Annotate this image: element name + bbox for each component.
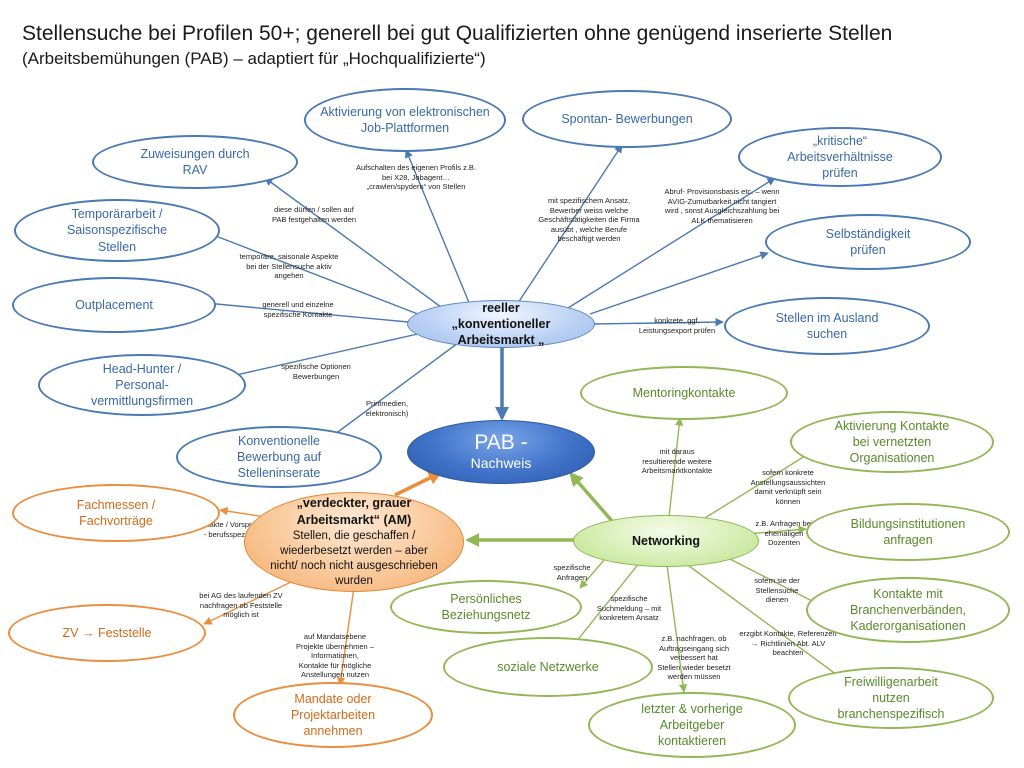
label-ag-laufend: bei AG des laufenden ZV nachfragen ob Fe… bbox=[199, 591, 283, 620]
node-headhunter: Head-Hunter / Personal- vermittlungsfirm… bbox=[38, 354, 246, 416]
node-mandate: Mandate oder Projektarbeiten annehmen bbox=[233, 682, 433, 748]
node-freiwillig: Freiwilligenarbeit nutzen branchenspezif… bbox=[788, 667, 994, 729]
page-subtitle: (Arbeitsbemühungen (PAB) – adaptiert für… bbox=[22, 49, 486, 68]
node-ausland: Stellen im Ausland suchen bbox=[724, 297, 930, 355]
node-aktivierung-kontakte: Aktivierung Kontakte bei vernetzten Orga… bbox=[790, 411, 994, 473]
label-aufschalten: Aufschalten des eigenen Profils z.B. bei… bbox=[355, 163, 477, 192]
node-bildung: Bildungsinstitutionen anfragen bbox=[806, 503, 1010, 561]
hub-verdeckter-arbeitsmarkt: „verdeckter, grauer Arbeitsmarkt“ (AM) S… bbox=[244, 492, 464, 592]
label-temporaere-aspekte: temporäre, saisonale Aspekte bei der Ste… bbox=[239, 252, 339, 281]
label-ansatz: mit spezifischem Ansatz, Bewerber weiss … bbox=[538, 196, 640, 244]
verdeckter-title: „verdeckter, grauer Arbeitsmarkt“ (AM) bbox=[296, 496, 412, 528]
node-temporaer: Temporärarbeit / Saisonspezifische Stell… bbox=[14, 199, 220, 262]
label-daraus: mit daraus resultierende weitere Arbeits… bbox=[641, 447, 713, 476]
node-spontan: Spontan- Bewerbungen bbox=[522, 90, 732, 148]
node-kritische: „kritische“ Arbeitsverhältnisse prüfen bbox=[738, 127, 942, 187]
label-anfragen-dozenten: z.B. Anfragen bei ehemaligen Dozenten bbox=[755, 519, 813, 548]
node-zuweisungen: Zuweisungen durch RAV bbox=[92, 135, 298, 189]
pab-title: PAB - bbox=[474, 431, 528, 455]
node-persoenlich: Persönliches Beziehungsnetz bbox=[390, 580, 582, 634]
node-selbststaendigkeit: Selbständigkeit prüfen bbox=[765, 214, 971, 270]
label-generell: generell und einzelne spezifische Kontak… bbox=[262, 300, 334, 319]
node-branchen: Kontakte mit Branchenverbänden, Kaderorg… bbox=[806, 577, 1010, 643]
verdeckter-body: Stellen, die geschaffen / wiederbesetzt … bbox=[270, 530, 438, 587]
label-suchmeldung: spezifische Suchmeldung – mit konkretem … bbox=[596, 594, 662, 623]
node-mentoring: Mentoringkontakte bbox=[580, 366, 788, 420]
label-duerfen: diese dürfen / sollen auf PAB festgehalt… bbox=[271, 205, 357, 224]
label-nachfragen: z.B. nachfragen, ob Auftragseingang sich… bbox=[657, 634, 731, 682]
label-sofern-stellensuche: sofern sie der Stellensuche dienen bbox=[754, 576, 800, 605]
label-optionen: spezifische Optionen Bewerbungen bbox=[281, 362, 351, 381]
node-aktivierung-elektronisch: Aktivierung von elektronischen Job-Platt… bbox=[304, 88, 506, 152]
node-arbeitgeber: letzter & vorherige Arbeitgeber kontakti… bbox=[588, 692, 796, 758]
hub-pab-nachweis: PAB - Nachweis bbox=[407, 420, 595, 484]
label-konkrete: konkrete, ggf. Leistungsexport prüfen bbox=[638, 316, 716, 335]
label-printmedien: Printmedien, elektronisch) bbox=[365, 399, 409, 418]
node-konventionelle: Konventionelle Bewerbung auf Stelleninse… bbox=[176, 426, 382, 488]
label-erzielt: erzgibt Kontakte, Referenzen → Richtlini… bbox=[739, 629, 837, 658]
hub-konventioneller-arbeitsmarkt: reeller „konventioneller Arbeitsmarkt „ bbox=[407, 300, 595, 348]
label-abruf: Abruf- Provisionsbasis etc. – wenn AVIG-… bbox=[664, 187, 780, 225]
node-zv-feststelle: ZV → Feststelle bbox=[8, 604, 206, 662]
pab-subtitle: Nachweis bbox=[470, 455, 532, 472]
label-mandatsebene: auf Mandatsebene Projekte übernehmen – I… bbox=[296, 632, 374, 680]
node-sozial: soziale Netzwerke bbox=[443, 637, 653, 697]
node-outplacement: Outplacement bbox=[12, 277, 216, 333]
label-sofern-konkrete: sofern konkrete Anstellungsaussichten da… bbox=[750, 468, 826, 506]
label-spezifische-anfragen: spezifische Anfragen bbox=[553, 563, 591, 582]
page-title: Stellensuche bei Profilen 50+; generell … bbox=[22, 22, 893, 45]
hub-networking: Networking bbox=[573, 515, 759, 567]
node-fachmessen: Fachmessen / Fachvorträge bbox=[12, 484, 220, 542]
